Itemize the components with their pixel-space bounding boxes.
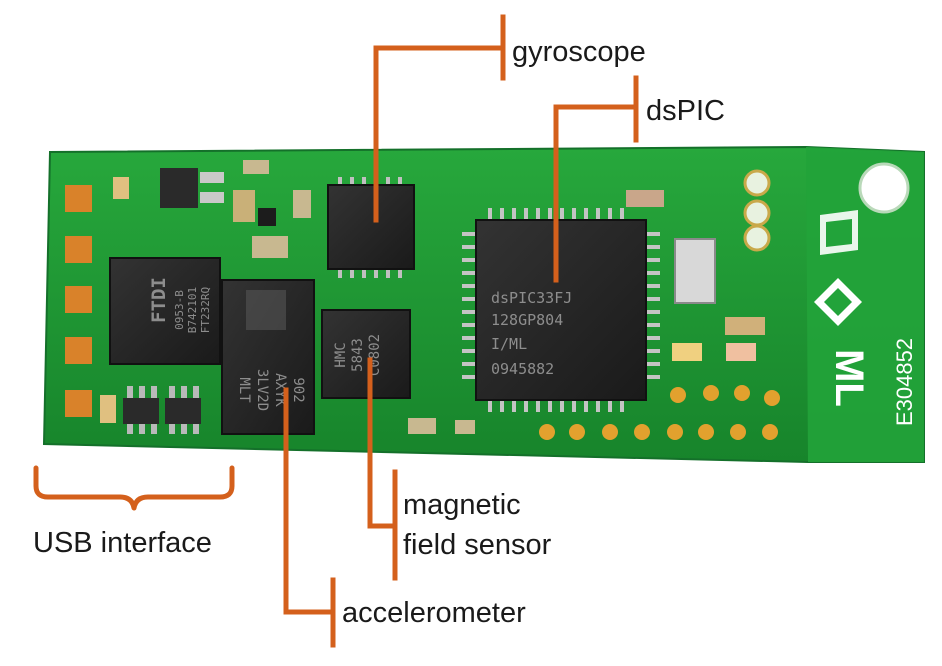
magnetic-label-line2: field sensor — [403, 529, 552, 561]
svg-text:I/ML: I/ML — [491, 335, 527, 353]
serial-number: E304852 — [892, 338, 917, 426]
usb-interface-label: USB interface — [33, 527, 212, 559]
svg-text:FT232RQ: FT232RQ — [199, 287, 212, 333]
svg-text:902: 902 — [290, 377, 306, 402]
accelerometer-label: accelerometer — [342, 597, 526, 629]
svg-text:0953-B: 0953-B — [173, 290, 186, 330]
board-logo: ML — [814, 210, 871, 407]
svg-text:ML: ML — [827, 349, 871, 407]
dspic-chip: dsPIC33FJ 128GP804 I/ML 0945882 — [462, 208, 660, 412]
svg-text:5843: 5843 — [350, 338, 366, 372]
svg-text:3LV2D: 3LV2D — [254, 369, 270, 411]
small-ics — [123, 386, 201, 434]
svg-text:0945882: 0945882 — [491, 360, 554, 378]
usb-brace — [33, 465, 235, 511]
accelerometer-callout — [283, 387, 336, 615]
svg-text:dsPIC33FJ: dsPIC33FJ — [491, 289, 572, 307]
svg-text:128GP804: 128GP804 — [491, 311, 563, 329]
dspic-callout — [553, 104, 639, 283]
ftdi-logo: FTDI — [148, 277, 170, 323]
smd-parts — [100, 160, 765, 434]
callout-lines — [283, 14, 639, 648]
accelerometer-chip: MLT 3LV2D AXYK 902 — [221, 279, 315, 435]
svg-text:B742101: B742101 — [186, 287, 199, 333]
magnetic-sensor-chip: HMC 5843 C0802 — [321, 309, 411, 399]
test-pads — [539, 385, 780, 440]
svg-text:MLT: MLT — [236, 377, 252, 403]
dspic-label: dsPIC — [646, 95, 725, 127]
magnetic-callout — [367, 357, 398, 529]
gyroscope-chip — [327, 177, 415, 278]
gyroscope-callout — [373, 45, 506, 223]
ftdi-chip: FTDI 0953-B B742101 FT232RQ — [109, 257, 221, 365]
magnetic-label-line1: magnetic — [403, 489, 521, 521]
usb-pads — [65, 185, 92, 417]
svg-text:HMC: HMC — [333, 342, 349, 367]
gyroscope-label: gyroscope — [512, 36, 646, 68]
mounting-hole — [858, 162, 910, 214]
